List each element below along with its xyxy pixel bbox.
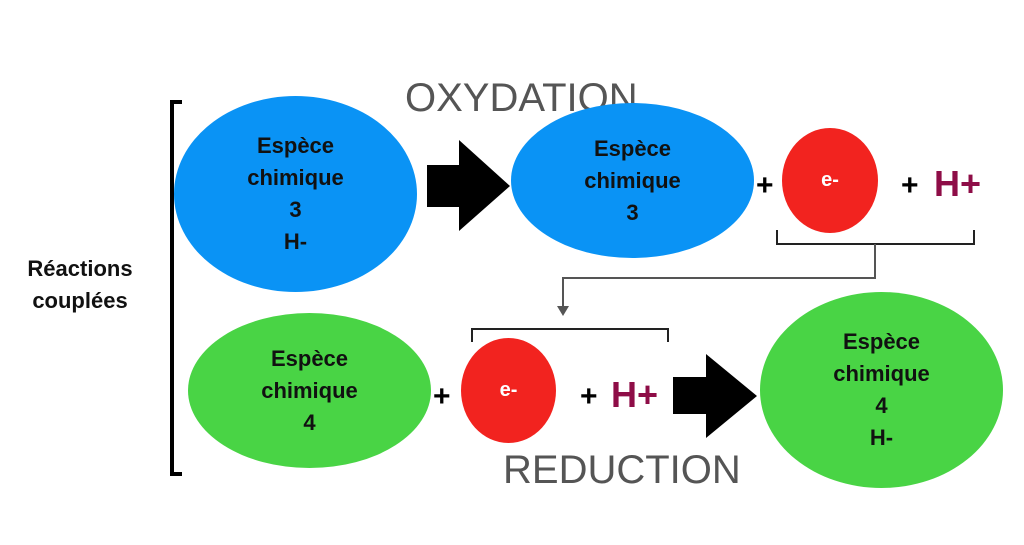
- reduction-reactants-bracket: [471, 328, 669, 342]
- plus-sign: +: [756, 169, 774, 202]
- oxidation-arrow-icon: [427, 140, 510, 231]
- species-text: Espèce: [270, 345, 349, 371]
- side-label-line: couplées: [32, 288, 128, 313]
- species-text: 4: [875, 393, 888, 418]
- species-text: chimique: [261, 377, 358, 403]
- species-text: chimique: [247, 165, 344, 190]
- species-text: chimique: [584, 167, 681, 193]
- reduction-arrow-icon: [673, 354, 757, 438]
- electron-oxidation: e-: [782, 128, 878, 233]
- species-text: 3: [289, 197, 302, 222]
- coupling-bracket: [170, 100, 182, 476]
- side-label-line: Réactions: [27, 256, 133, 281]
- transfer-arrowhead: [557, 306, 569, 316]
- proton-oxidation: H+: [934, 163, 982, 204]
- species-text: Espèce: [593, 135, 672, 161]
- plus-sign: +: [433, 380, 451, 413]
- species-text: 3: [626, 199, 639, 225]
- species-text: Espèce: [842, 329, 921, 354]
- species-4-oxidized: Espèce chimique 4: [188, 313, 431, 468]
- coupled-reactions-label: Réactions couplées: [20, 253, 140, 317]
- electron-label: e-: [499, 379, 518, 401]
- species-text: H-: [869, 425, 894, 450]
- plus-sign: +: [901, 169, 919, 202]
- species-3-reduced: Espèce chimique 3 H-: [174, 96, 417, 292]
- electron-reduction: e-: [461, 338, 556, 443]
- species-3-oxidized: Espèce chimique 3: [511, 103, 754, 258]
- species-text: 4: [303, 409, 316, 435]
- proton-reduction: H+: [611, 374, 659, 415]
- plus-sign: +: [580, 380, 598, 413]
- reduction-title: REDUCTION: [503, 448, 741, 492]
- species-text: chimique: [833, 361, 930, 386]
- species-text: Espèce: [256, 133, 335, 158]
- electron-label: e-: [821, 169, 839, 191]
- transfer-connector: [562, 244, 876, 308]
- oxidation-products-bracket: [776, 230, 975, 245]
- species-4-reduced: Espèce chimique 4 H-: [760, 292, 1003, 488]
- species-text: H-: [283, 229, 308, 254]
